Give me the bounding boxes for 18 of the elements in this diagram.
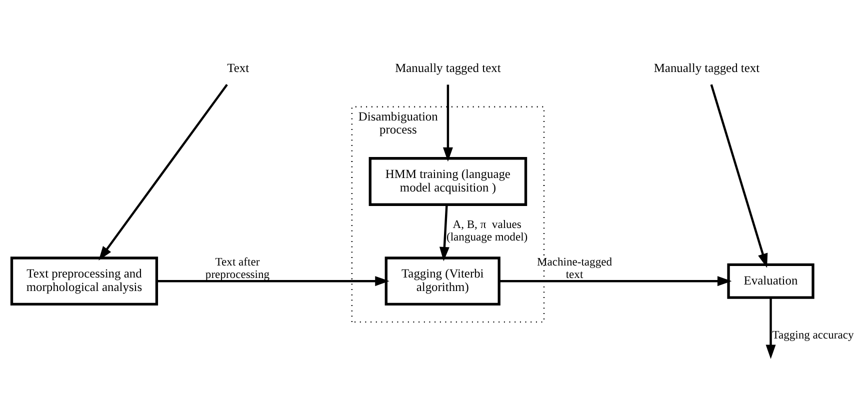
edge-label: A, B, π values (language model): [446, 218, 528, 244]
arrow: [442, 84, 453, 162]
node-box: HMM training (language model acquisition ): [368, 156, 528, 206]
edge-label: Machine-tagged text: [536, 254, 612, 280]
node-text: Manually tagged text: [654, 60, 760, 74]
arrow: [766, 297, 776, 359]
arrow: [439, 204, 450, 261]
node-box: Evaluation: [727, 262, 814, 298]
node-box: Tagging (Viterbi algorithm): [384, 256, 500, 306]
node-text: Manually tagged text: [395, 60, 501, 74]
node-box: Text preprocessing and morphological analysis: [10, 256, 158, 306]
edge-label: Tagging accuracy: [772, 328, 854, 341]
node-text: Text: [227, 60, 250, 74]
arrow: [710, 84, 768, 268]
arrow: [98, 83, 228, 260]
arrow: [499, 276, 732, 286]
arrow: [157, 276, 390, 286]
edge-label: Text after preprocessing: [205, 254, 270, 280]
